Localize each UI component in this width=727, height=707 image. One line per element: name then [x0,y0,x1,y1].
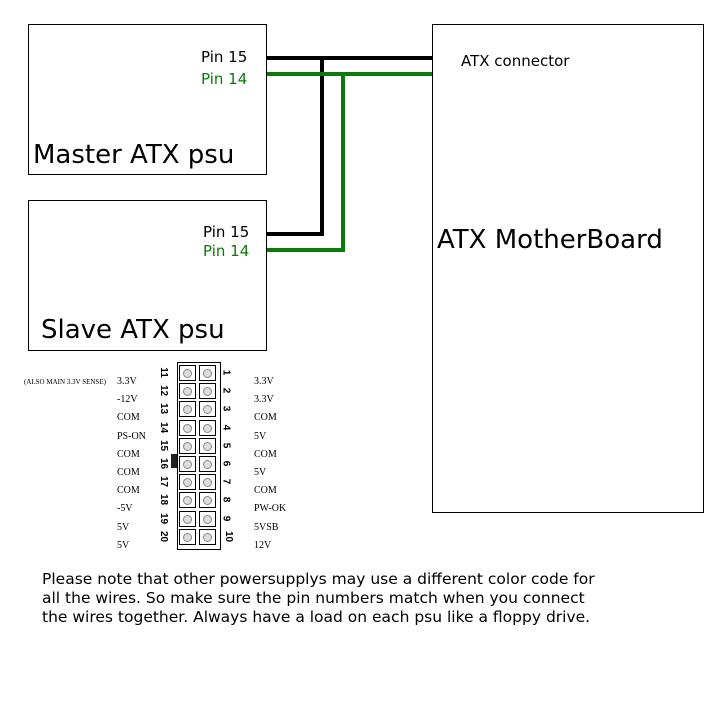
pin-socket [183,478,192,488]
pin-socket [183,387,192,397]
connector-pin-cell [199,437,216,454]
pin-label-right: COM [254,412,277,424]
pin-label-left: PS-ON [117,430,146,442]
pin-socket [203,478,212,488]
connector-side-note: (ALSO MAIN 3.3V SENSE) [24,378,106,386]
pin-label-right: 12V [254,539,272,551]
pin-number-left: 15 [158,439,170,451]
motherboard-title: ATX MotherBoard [437,225,663,255]
pin-number-right: 5 [220,442,232,449]
connector-pin-cell [199,510,216,527]
pin-socket [183,460,192,469]
pin-socket [183,369,192,378]
pin-number-right: 9 [220,515,232,521]
pin-socket [203,514,212,524]
pin-label-right: COM [254,448,277,460]
connector-pin-cell [179,365,196,381]
pin-socket [203,460,212,469]
connector-pin-cell [199,492,216,509]
slave-psu-box [28,200,267,351]
pin-label-left: 5V [117,521,130,533]
pin-socket [203,532,212,542]
pin-number-left: 13 [158,403,170,415]
connector-pin-cell [179,437,196,454]
pin-label-left: -12V [117,394,138,406]
pin-socket [203,405,212,415]
connector-pin-cell [179,528,196,545]
pin-number-right: 8 [220,497,232,503]
pin-label-right: 3.3V [254,376,274,387]
pin-label-left: COM [117,448,140,460]
footer-note: Please note that other powersupplys may … [42,570,595,626]
master-psu-title: Master ATX psu [33,140,235,170]
connector-pin-cell [179,456,196,472]
pin-number-left: 18 [158,494,170,506]
pin-number-left: 12 [158,385,170,397]
pin-label-right: COM [254,485,277,497]
pin-number-left: 17 [158,476,170,488]
pin-number-right: 1 [220,369,232,376]
pin-number-left: 14 [158,421,170,433]
connector-pin-cell [199,365,216,381]
pin-socket [203,387,212,397]
pin-label-right: 3.3V [254,394,274,406]
slave-psu-title: Slave ATX psu [41,315,225,345]
connector-pin-cell [199,383,216,400]
pin-socket [203,496,212,506]
pin-number-left: 19 [158,512,170,524]
pin-label-left: COM [117,467,140,478]
pin-socket [183,423,192,433]
pin-number-right: 6 [220,460,232,467]
connector-pin-cell [199,474,216,491]
slave-pin15-label: Pin 15 [203,223,250,241]
pin-number-right: 10 [223,530,235,542]
pin-number-left: 20 [158,530,170,542]
pin-socket [183,441,192,451]
pin-label-left: -5V [117,503,133,515]
slave-pin14-label: Pin 14 [203,242,250,260]
pin-socket [183,496,192,506]
pin-label-left: 3.3V [117,376,137,387]
atx-connector-label: ATX connector [461,52,570,70]
pin-socket [203,369,212,378]
pin-number-left: 11 [157,367,169,378]
pin-socket [203,423,212,433]
master-pin14-label: Pin 14 [201,70,248,88]
connector-pin-cell [199,528,216,545]
pin-socket [183,532,192,542]
pin-label-right: 5VSB [254,521,279,533]
connector-pin-cell [179,383,196,400]
connector-pin-cell [199,419,216,436]
connector-pin-cell [179,510,196,527]
pin-number-left: 16 [158,457,170,470]
pin-socket [203,441,212,451]
pin-label-right: PW-OK [254,503,287,515]
pin-label-left: COM [117,412,140,424]
connector-pin-cell [179,492,196,509]
pin-number-right: 3 [220,406,232,412]
connector-pin-cell [199,401,216,418]
pin-socket [183,514,192,524]
pin-number-right: 7 [220,478,232,485]
pin-label-right: 5V [254,467,267,478]
pin-number-right: 2 [220,387,232,394]
pin-label-left: COM [117,485,140,497]
connector-pin-cell [179,419,196,436]
connector-pin-cell [179,474,196,491]
connector-pin-cell [199,456,216,472]
pin-socket [183,405,192,415]
pin-label-right: 5V [254,430,267,442]
connector-latch [171,454,177,468]
pin-label-left: 5V [117,539,130,551]
pin-number-right: 4 [220,424,232,430]
master-pin15-label: Pin 15 [201,48,248,66]
motherboard-box [432,24,704,513]
master-psu-box [28,24,267,175]
connector-pin-cell [179,401,196,418]
